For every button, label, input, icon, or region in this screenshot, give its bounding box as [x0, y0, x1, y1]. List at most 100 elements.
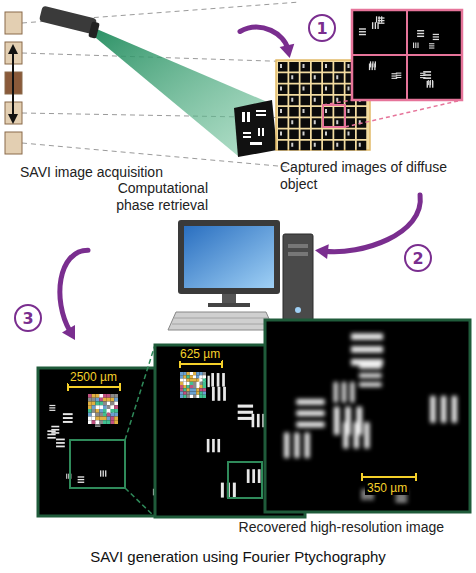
scale-label: 2500 µm — [68, 370, 119, 384]
drawing-path — [60, 250, 88, 331]
drawing-rect — [111, 402, 115, 406]
drawing-rect — [278, 96, 288, 106]
drawing-rect — [336, 75, 338, 79]
drawing-rect — [88, 409, 92, 413]
drawing-rect — [212, 387, 215, 401]
drawing-rect — [334, 130, 344, 140]
drawing-line — [68, 386, 120, 388]
drawing-rect — [95, 426, 100, 427]
drawing-rect — [180, 388, 183, 391]
drawing-rect — [305, 433, 310, 459]
drawing-polygon — [8, 44, 18, 54]
drawing-rect — [103, 405, 107, 409]
drawing-rect — [243, 132, 251, 134]
drawing-rect — [111, 420, 115, 424]
drawing-rect — [5, 12, 22, 34]
caption: SAVI generation using Fourier Ptychograp… — [0, 548, 476, 565]
drawing-rect — [334, 96, 344, 106]
drawing-rect — [423, 71, 431, 73]
drawing-rect — [289, 73, 299, 83]
drawing-rect — [100, 470, 101, 476]
drawing-rect — [196, 372, 199, 375]
drawing-rect — [105, 470, 106, 476]
drawing-rect — [211, 373, 214, 387]
drawing-rect — [180, 372, 183, 375]
drawing-rect — [99, 417, 103, 421]
drawing-polygon — [62, 325, 75, 340]
drawing-rect — [441, 396, 446, 423]
drawing-rect — [183, 395, 186, 398]
drawing-rect — [180, 379, 183, 382]
drawing-rect — [99, 409, 103, 413]
drawing-rect — [39, 5, 97, 34]
drawing-rect — [178, 220, 280, 294]
drawing-rect — [359, 31, 366, 32]
scale-label: 350 µm — [365, 481, 409, 495]
drawing-rect — [193, 379, 196, 382]
flow-arrow — [60, 250, 88, 340]
drawing-rect — [262, 128, 264, 136]
drawing-rect — [323, 73, 333, 83]
drawing-rect — [391, 75, 397, 76]
drawing-rect — [107, 409, 111, 413]
drawing-rect — [289, 96, 299, 106]
drawing-rect — [111, 394, 115, 398]
drawing-rect — [432, 80, 433, 85]
drawing-rect — [357, 130, 367, 140]
drawing-rect — [346, 141, 356, 151]
drawing-g — [323, 100, 462, 127]
drawing-rect — [99, 394, 103, 398]
drawing-rect — [183, 388, 186, 391]
callout-number: 1 — [308, 14, 336, 42]
drawing-rect — [427, 81, 428, 88]
drawing-rect — [78, 476, 85, 477]
drawing-g — [172, 318, 271, 324]
drawing-rect — [396, 495, 408, 497]
drawing-rect — [312, 141, 322, 151]
drawing-rect — [111, 417, 115, 421]
drawing-rect — [190, 375, 193, 378]
drawing-rect — [184, 226, 274, 288]
drawing-rect — [183, 392, 186, 395]
drawing-rect — [88, 420, 92, 424]
drawing-rect — [111, 409, 115, 413]
drawing-rect — [96, 413, 100, 417]
drawing-rect — [203, 379, 206, 382]
drawing-rect — [314, 98, 316, 102]
drawing-line — [221, 360, 223, 368]
drawing-rect — [336, 98, 338, 102]
drawing-rect — [203, 382, 206, 385]
drawing-rect — [92, 402, 96, 406]
drawing-rect — [433, 34, 439, 35]
drawing-rect — [63, 413, 73, 415]
drawing-line — [67, 383, 69, 391]
drawing-rect — [107, 394, 111, 398]
drawing-rect — [342, 382, 346, 403]
drawing-rect — [92, 413, 96, 417]
drawing-rect — [288, 244, 308, 248]
drawing-rect — [289, 107, 299, 117]
drawing-line — [12, 52, 14, 116]
flow-arrow — [240, 27, 294, 58]
drawing-rect — [183, 379, 186, 382]
drawing-path — [240, 27, 288, 48]
drawing-rect — [200, 372, 203, 375]
drawing-rect — [92, 409, 96, 413]
stage-label: SAVI image acquisition — [20, 164, 163, 181]
drawing-rect — [88, 21, 100, 38]
drawing-rect — [114, 420, 118, 424]
drawing-rect — [301, 96, 311, 106]
drawing-circle — [295, 307, 301, 313]
drawing-line — [415, 473, 417, 481]
drawing-rect — [193, 395, 196, 398]
drawing-rect — [196, 379, 199, 382]
drawing-rect — [114, 413, 118, 417]
drawing-rect — [359, 373, 382, 378]
drawing-rect — [187, 379, 190, 382]
drawing-rect — [433, 39, 439, 40]
drawing-rect — [96, 394, 100, 398]
drawing-rect — [228, 462, 262, 498]
drawing-rect — [212, 439, 215, 452]
drawing-rect — [423, 77, 431, 79]
